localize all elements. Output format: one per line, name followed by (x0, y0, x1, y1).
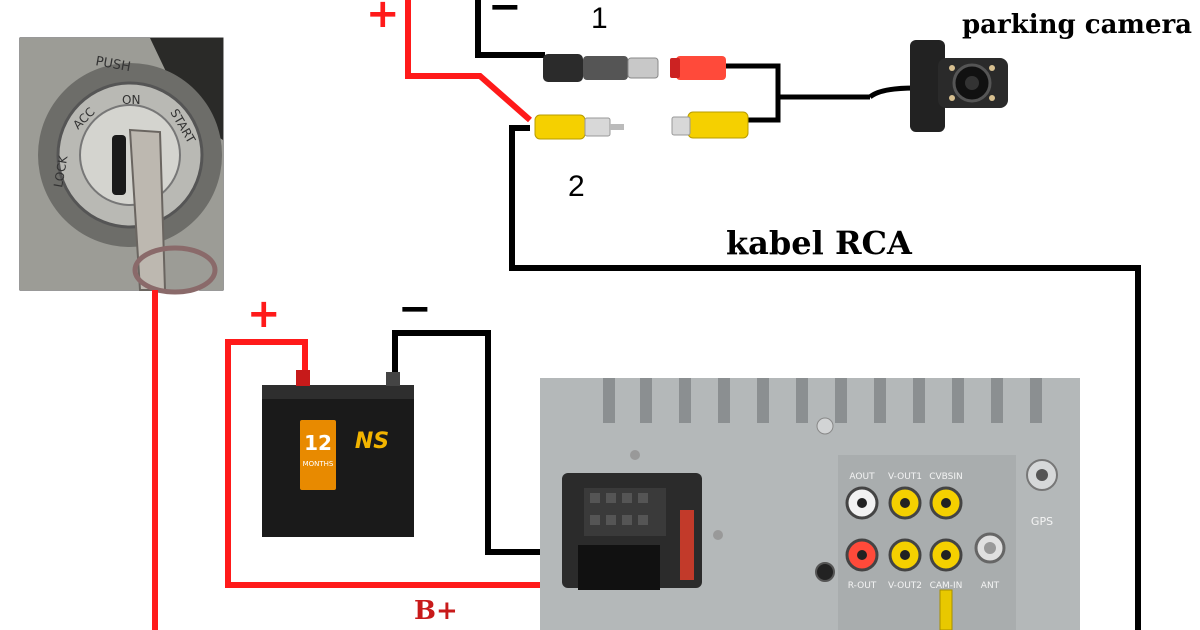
wires (152, 0, 1141, 630)
connector-1-label: 1 (591, 2, 608, 35)
head-unit: AOUT V-OUT1 CVBSIN R-OUT V-OUT2 CAM-IN A… (540, 378, 1080, 630)
rca-cable (509, 125, 1141, 630)
parking-camera-label: parking camera (962, 10, 1193, 40)
battery-plus-sign: + (247, 291, 281, 337)
rca-jack-camin (929, 538, 963, 572)
rca-power-plug (543, 54, 659, 82)
car-battery: 12 MONTHS NS (262, 370, 414, 537)
gps-jack (1026, 459, 1058, 491)
camera-ground-wire (475, 0, 545, 58)
ignition-switch: PUSH LOCK ACC ON START (19, 37, 224, 295)
rca-cable-label: kabel RCA (726, 224, 912, 262)
rca-jack-vout1 (888, 486, 922, 520)
label-rout: R-OUT (848, 581, 877, 591)
rca-jack-cvbsin (929, 486, 963, 520)
antenna-jack (974, 532, 1006, 564)
rca-video-plug (534, 114, 624, 140)
battery-badge-number: 12 (304, 431, 332, 455)
camera-split-red (725, 63, 781, 123)
b-plus-label: B+ (414, 596, 458, 626)
camera-positive-wire (405, 0, 532, 123)
push-text: PUSH (94, 54, 131, 75)
label-vout2: V-OUT2 (888, 581, 922, 591)
ignition-lock-label: LOCK (51, 154, 71, 189)
rca-video-socket (671, 111, 749, 139)
label-cvbsin: CVBSIN (929, 472, 963, 482)
rca-jack-vout2 (888, 538, 922, 572)
camera-minus-sign: − (488, 0, 522, 30)
label-camin: CAM-IN (930, 581, 963, 591)
rca-jack-aout (845, 486, 879, 520)
label-ant: ANT (981, 581, 1000, 591)
ignition-on-label: ON (122, 93, 140, 107)
label-aout: AOUT (849, 472, 875, 482)
camera-plus-sign: + (366, 0, 400, 37)
battery-ground-wire (392, 330, 585, 555)
rca-power-socket (670, 56, 726, 80)
label-gps: GPS (1031, 515, 1053, 528)
parking-camera (910, 40, 1008, 132)
connector-2-label: 2 (568, 170, 585, 203)
rca-jack-rout (845, 538, 879, 572)
battery-positive-wire (225, 339, 580, 588)
label-vout1: V-OUT1 (888, 472, 922, 482)
battery-minus-sign: − (398, 286, 432, 332)
battery-brand: NS (355, 429, 389, 454)
battery-badge-sub: MONTHS (303, 460, 334, 468)
